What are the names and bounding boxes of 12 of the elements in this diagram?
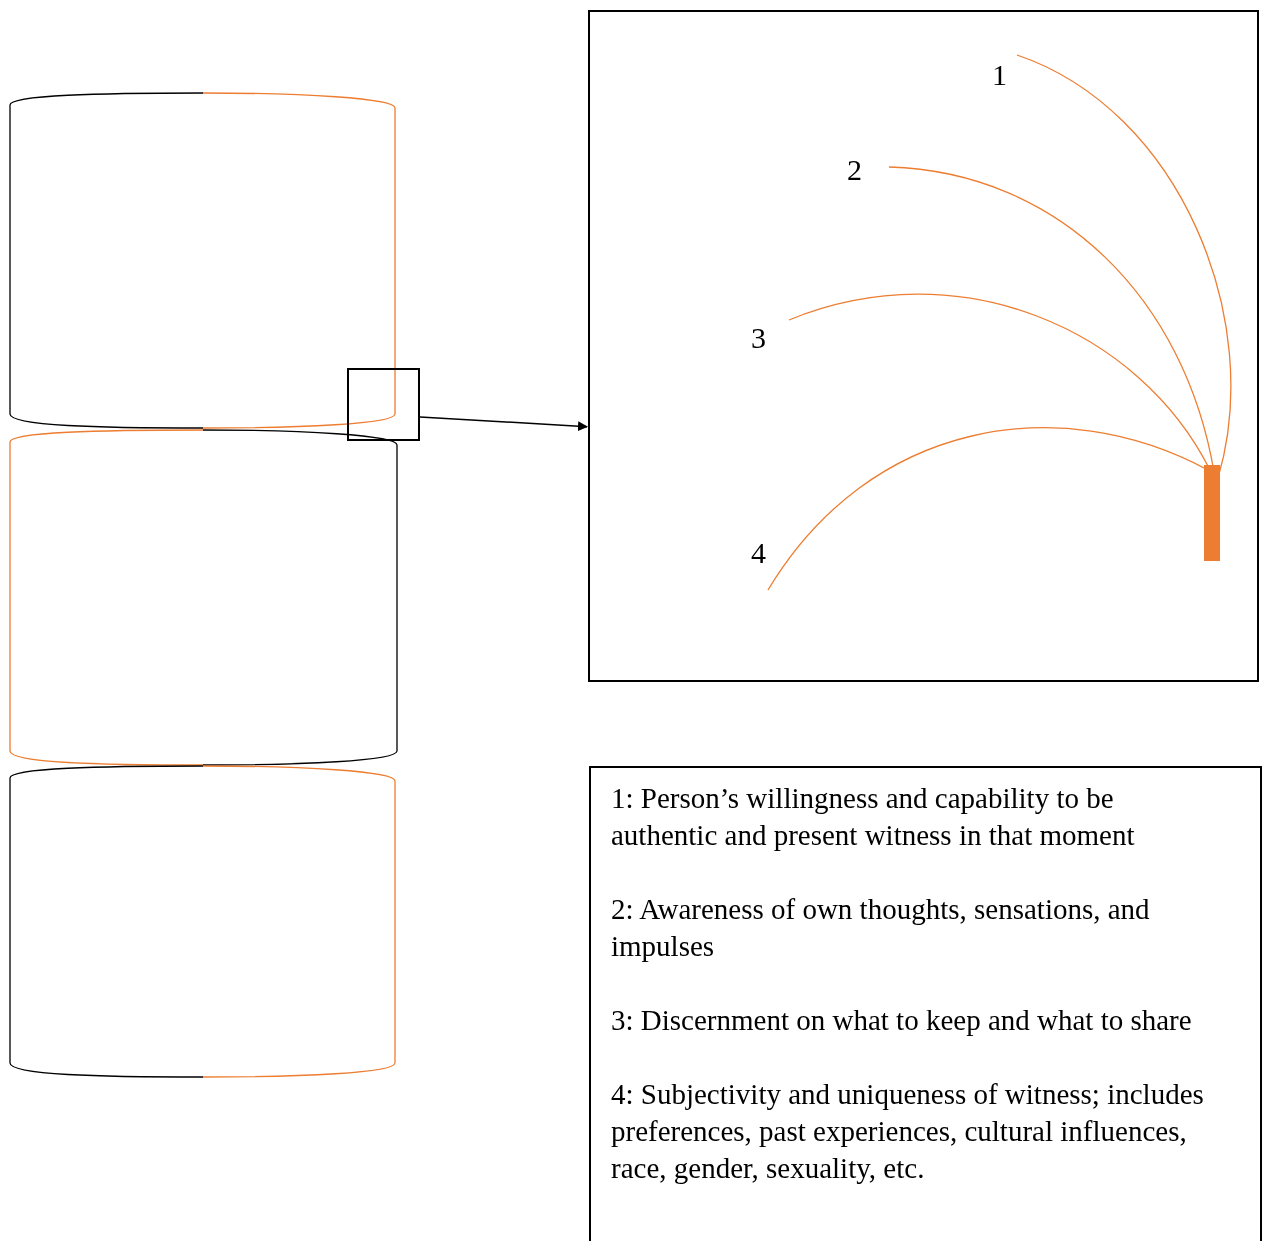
callout-number: 1	[992, 60, 1007, 90]
callout-number: 4	[751, 538, 766, 568]
explanation-paragraph: 2: Awareness of own thoughts, sensations, and impulses	[611, 892, 1151, 964]
note-box	[589, 766, 1262, 1241]
callout-number: 2	[847, 155, 862, 185]
explanation-paragraph: 3: Discernment on what to keep and what to share	[611, 1003, 1193, 1038]
arrow	[419, 416, 588, 432]
explanation-paragraph: 1: Person’s willingness and capability to be authentic and present witness in that moment	[611, 781, 1136, 853]
explanation-paragraph: 4: Subjectivity and uniqueness of witness; includes preferences, past experiences, cultural influences, race, gender, sexuality, etc.	[611, 1077, 1205, 1186]
magnifier-square	[347, 368, 420, 441]
callout-number: 3	[751, 323, 766, 353]
magnified-view-frame	[588, 10, 1259, 682]
